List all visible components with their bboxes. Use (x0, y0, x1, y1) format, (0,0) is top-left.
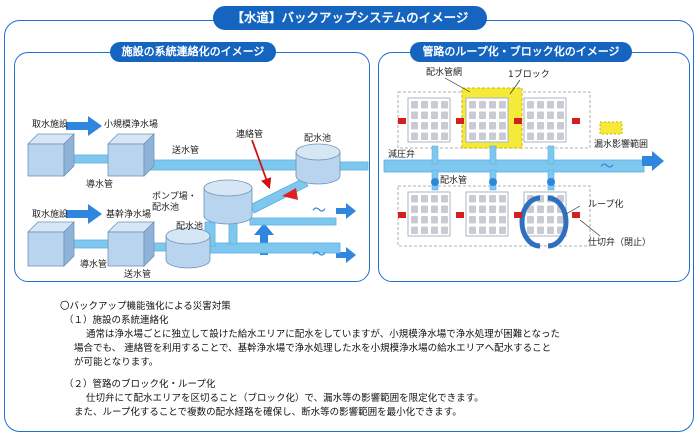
right-panel-title: 管路のループ化・ブロック化のイメージ (410, 42, 632, 62)
text-section1-title: （１）施設の系統連絡化 (64, 315, 169, 326)
distribution-block (523, 97, 567, 143)
distribution-block (407, 97, 451, 143)
distribution-block (465, 191, 509, 237)
text-section1-line3: が可能となります。 (74, 357, 159, 368)
flow-arrow-icon (642, 151, 664, 171)
label-transmission-pipe-2: 送水管 (124, 270, 152, 280)
text-section1-line2: 場合でも、 連絡管を利用することで、基幹浄水場で浄水処理した水を小規模浄水場の給… (74, 343, 552, 354)
distribution-block (407, 191, 451, 237)
label-gate-valve: 仕切弁（閉止） (588, 238, 652, 248)
label-main-plant: 基幹浄水場 (106, 210, 152, 220)
label-intake-1: 取水施設 (32, 120, 69, 130)
label-small-plant: 小規模浄水場 (104, 120, 159, 130)
flow-arrow-icon (66, 116, 356, 263)
label-pressure-valve: 減圧弁 (388, 150, 416, 160)
label-one-block: 1ブロック (508, 70, 550, 80)
text-section2-line2: また、ループ化することで複数の配水経路を確保し、断水等の影響範囲を最小化できます… (74, 407, 462, 418)
label-connection-pipe: 連絡管 (236, 130, 264, 140)
left-panel-title: 施設の系統連絡化のイメージ (110, 42, 276, 62)
text-heading: 〇バックアップ機能強化による災害対策 (60, 301, 231, 312)
label-distribution-network: 配水管網 (426, 68, 463, 78)
label-transmission-pipe-1: 送水管 (172, 146, 200, 156)
text-section2-title: （２）管路のブロック化・ループ化 (64, 379, 216, 390)
label-leak-range: 漏水影響範囲 (594, 140, 649, 150)
wave-mark: ～ (312, 247, 326, 263)
label-reservoir-mid: 配水池 (176, 222, 204, 232)
wave-mark: ～ (312, 203, 326, 219)
label-loop: ループ化 (588, 200, 624, 210)
page-title: 【水道】バックアップシステムのイメージ (213, 6, 487, 30)
label-distribution-pipe: 配水管 (440, 176, 468, 186)
distribution-block (465, 97, 509, 143)
label-intake-pipe-2: 導水管 (80, 260, 108, 270)
wave-mark: ～ (600, 159, 614, 175)
label-intake-pipe-1: 導水管 (86, 180, 114, 190)
text-section1-line1: 通常は浄水場ごとに独立して設けた給水エリアに配水をしていますが、小規模浄水場で浄… (86, 329, 560, 340)
label-pump-station: ポンプ場・ 配水池 (152, 192, 197, 213)
label-reservoir-top: 配水池 (304, 134, 332, 144)
text-section2-line1: 仕切弁にて配水エリアを区切ること（ブロック化）で、漏水等の影響範囲を限定化できま… (86, 393, 484, 404)
label-intake-2: 取水施設 (32, 210, 69, 220)
